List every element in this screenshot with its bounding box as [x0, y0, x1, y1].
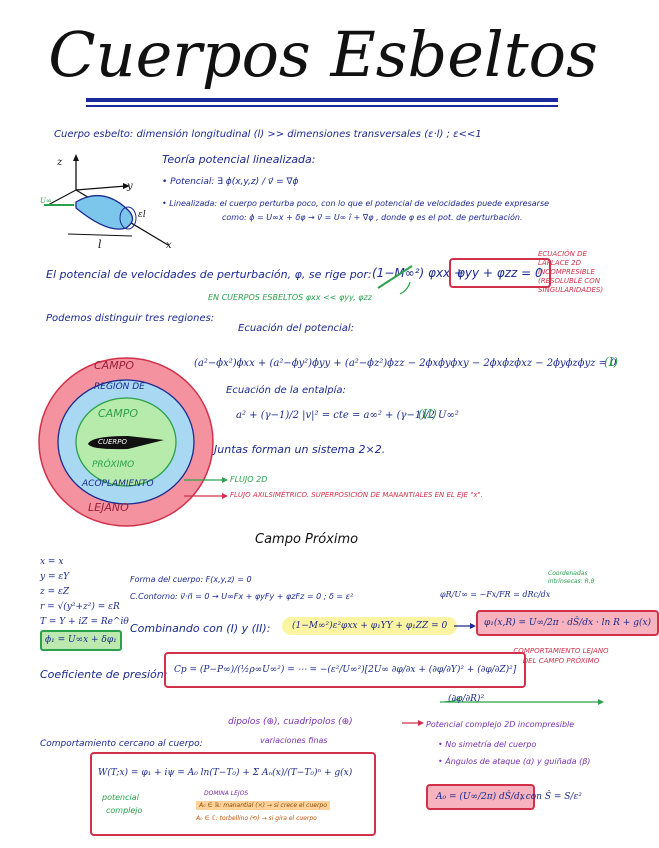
slender-body-sketch: [28, 150, 169, 250]
linearized-def-2: como: ϕ = U∞x + δφ → v⃗ = U∞ î + ∇φ , do…: [222, 213, 523, 222]
thickness-label: εl: [138, 210, 146, 220]
freestream-label: U∞: [40, 197, 52, 205]
cp-tail: (∂φ/∂R)²: [448, 694, 485, 704]
dipoles-note: dipolos (⊕), cuadripolos (⊕): [228, 717, 353, 727]
eq-enthalpy-title: Ecuación de la entalpía:: [226, 385, 346, 396]
var-x: x = x: [40, 557, 64, 567]
regions-intro: Podemos distinguir tres regiones:: [46, 313, 215, 324]
cp-label: Coeficiente de presión:: [40, 668, 168, 681]
perturbation-line: El potencial de velocidades de perturbac…: [46, 268, 372, 281]
length-label: l: [98, 238, 102, 251]
potential-def: • Potencial: ∃ ϕ(x,y,z) / v⃗ = ∇ϕ: [162, 177, 299, 187]
boundary-condition: C.Contorno: v⃗·n⃗ = 0 → U∞Fx + φyFy + φz…: [130, 592, 354, 601]
flow-arrows: [184, 477, 228, 499]
behaviour-label: Comportamiento cercano al cuerpo:: [40, 739, 203, 749]
var-z: z = εZ: [40, 587, 70, 597]
laplace-note: ECUACIÓN DE LAPLACE 2D INCOMPRESIBLE (RE…: [538, 250, 604, 294]
combine-eq: (1−M∞²)ε²φxx + φ₁YY + φ₁ZZ = 0: [282, 617, 458, 635]
label-lejano: LEJANO: [88, 501, 129, 514]
var-phi: ϕ₁ = U∞x + δφ₁: [40, 630, 122, 651]
variables-list: x = x y = εY z = εZ r = √(y²+z²) = εR T …: [40, 555, 129, 651]
laplace-eq-box: φyy + φzz = 0: [449, 258, 551, 288]
label-proximo: PRÓXIMO: [92, 460, 135, 470]
eq-potential-title: Ecuación del potencial:: [238, 323, 355, 334]
theory-title: Teoría potencial linealizada:: [162, 153, 316, 166]
combine-label: Combinando con (I) y (II):: [130, 622, 271, 635]
pot2d-arrow: [402, 720, 424, 726]
pot2d-note: Potencial complejo 2D incompresible: [426, 720, 575, 729]
w-label-2: complejo: [106, 806, 143, 815]
slender-note: EN CUERPOS ESBELTOS φxx << φyy, φzz: [208, 293, 372, 302]
title-text: Cuerpos Esbeltos: [48, 18, 598, 91]
cp-equation: Cp = (P−P∞)/(½ρ∞U∞²) = ⋯ = −(ε²/U∞²)[2U∞…: [164, 652, 527, 688]
eq-enthalpy-tag: (II): [418, 407, 437, 421]
system-note: Juntas forman un sistema 2×2.: [214, 443, 386, 456]
label-campo-near: CAMPO: [98, 407, 138, 420]
flow-axi-note: FLUJO AXILSIMÉTRICO. SUPERPOSICIÓN DE MA…: [230, 491, 483, 499]
near-field-heading: Campo Próximo: [255, 532, 359, 547]
w-label-1: potencial: [102, 793, 139, 802]
var-r: r = √(y²+z²) = εR: [40, 602, 120, 612]
axis-y2-label: y: [127, 181, 133, 192]
coords-note: Coordenadas intrínsecas: R,θ: [548, 570, 595, 585]
label-campo-far: CAMPO: [94, 359, 134, 372]
a0-complex: A₀ ∈ ℂ: torbellino (⟲) → si gira el cuer…: [196, 815, 317, 822]
bullet-angles: • Ángulos de ataque (α) y guiñada (β): [438, 757, 591, 766]
body-shape: Forma del cuerpo: F(x,y,z) = 0: [130, 575, 252, 584]
a0-real: A₀ ∈ ℝ: manantial (×) → si crece el cuer…: [196, 801, 330, 810]
eq-potential: (a²−ϕx²)ϕxx + (a²−ϕy²)ϕyy + (a²−ϕz²)ϕzz …: [194, 358, 617, 369]
linearized-def: • Linealizada: el cuerpo perturba poco, …: [162, 199, 550, 208]
flow-2d-note: FLUJO 2D: [230, 475, 268, 484]
axis-x-label: x: [166, 240, 172, 251]
regions-diagram: [36, 356, 216, 528]
fine-variations: variaciones finas: [260, 736, 328, 745]
intro-line: Cuerpo esbelto: dimensión longitudinal (…: [54, 129, 482, 140]
a0-tail: , con Ŝ = S/ε²: [520, 792, 582, 802]
w-equation: W(T;x) = φ₁ + iψ = A₀ ln(T−T₀) + Σ Aₙ(x)…: [98, 768, 353, 778]
eq-potential-tag: (I): [604, 355, 619, 369]
cp-brace: [439, 695, 604, 705]
var-y: y = εY: [40, 572, 70, 582]
page-title: Cuerpos Esbeltos: [0, 2, 646, 102]
near-solution: φ₁(x,R) = U∞/2π · dŜ/dx · ln R + g(x): [476, 610, 659, 636]
combine-arrow: [454, 623, 476, 629]
label-cuerpo: CUERPO: [98, 438, 128, 446]
axis-y-label: z: [57, 157, 63, 168]
dominates-far: DOMINA LEJOS: [204, 790, 249, 797]
label-region: REGIÓN DE: [94, 382, 145, 392]
w-box: [90, 752, 376, 836]
title-underline: [86, 98, 558, 102]
strike-arrow: [377, 265, 413, 295]
boundary-rhs: φR/U∞ = −Fx/FR = dRc/dx: [440, 590, 551, 599]
var-t: T = Y + iZ = Re^iθ: [40, 617, 129, 627]
title-underline-thin: [86, 105, 558, 107]
bullet-no-sym: • No simetría del cuerpo: [438, 740, 537, 749]
near-solution-note: COMPORTAMIENTO LEJANO DEL CAMPO PRÓXIMO: [513, 647, 609, 665]
label-acoplamiento: ACOPLAMIENTO: [82, 479, 154, 489]
eq-enthalpy: a² + (γ−1)/2 |v|² = cte = a∞² + (γ−1)/2 …: [236, 410, 459, 421]
a0-equation: A₀ = (U∞/2π) dŜ/dx: [426, 784, 535, 810]
